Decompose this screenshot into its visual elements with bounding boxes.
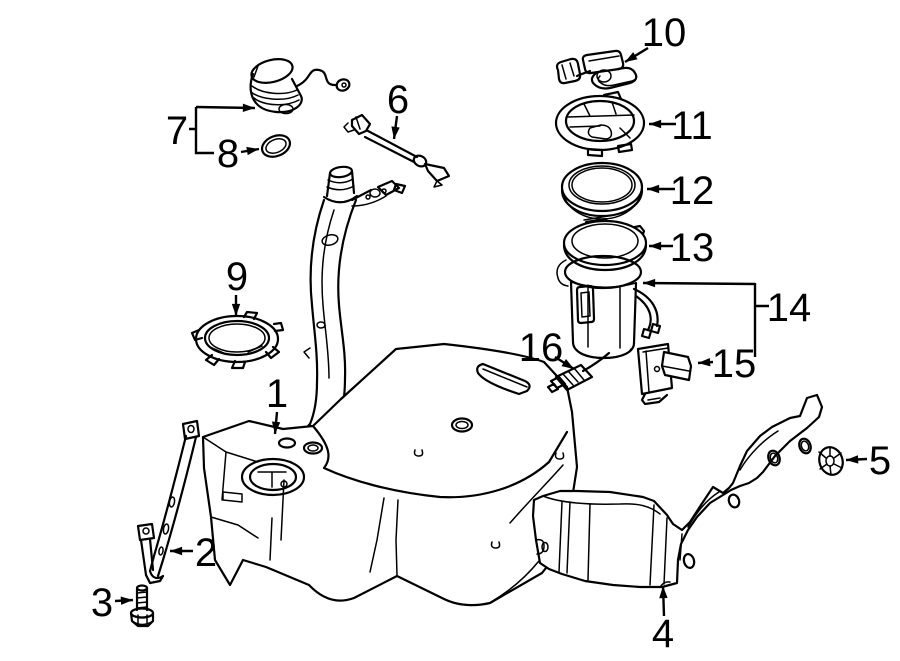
callout-6-label[interactable]: 6 [387,78,409,122]
callout-11[interactable]: 11 [649,104,713,148]
callout-1-label[interactable]: 1 [266,372,288,416]
callout-3-label[interactable]: 3 [91,581,113,625]
callout-2[interactable]: 2 [170,531,217,575]
drawing-fuel-cap [249,58,351,115]
callout-15-label[interactable]: 15 [712,342,757,386]
callout-12-label[interactable]: 12 [670,169,715,213]
drawing-sensor-rod [343,113,451,188]
callout-16[interactable]: 16 [519,326,575,371]
callout-10[interactable]: 10 [624,11,687,64]
callout-7[interactable]: 7 [166,103,256,155]
callout-8-label[interactable]: 8 [217,132,239,176]
callout-14-label[interactable]: 14 [767,286,812,330]
drawing-spoked-washer [818,446,844,476]
drawing-fuel-pump-module [556,254,662,360]
callout-10-label[interactable]: 10 [642,11,687,55]
drawing-lock-ring [190,310,285,370]
callout-14[interactable]: 14 [642,278,812,357]
callout-1[interactable]: 1 [266,372,288,435]
callout-5-label[interactable]: 5 [869,439,891,483]
callout-11-label[interactable]: 11 [671,104,713,148]
drawing-pump-bracket [636,342,693,406]
callout-4[interactable]: 4 [652,585,674,656]
callout-3[interactable]: 3 [91,581,134,625]
drawing-fuel-tank [201,342,579,607]
cap-tether-wire [295,68,337,88]
drawing-pump-flange [562,215,648,272]
callout-12[interactable]: 12 [647,169,714,213]
drawing-pump-connector [555,49,638,90]
callout-9[interactable]: 9 [226,255,248,316]
callout-7-label[interactable]: 7 [166,109,188,153]
callout-13-label[interactable]: 13 [670,226,715,270]
drawing-heat-shield [531,393,824,589]
callout-4-label[interactable]: 4 [652,612,674,656]
drawing-locking-flange [554,90,646,158]
callout-13[interactable]: 13 [649,226,714,270]
callout-2-label[interactable]: 2 [195,531,217,575]
drawing-pump-seal [560,161,644,220]
drawing-tank-strap [136,419,201,585]
callout-6[interactable]: 6 [387,78,409,140]
callout-15[interactable]: 15 [697,342,757,386]
pump-wires [632,287,659,332]
drawing-cap-seal-ring [260,134,292,158]
callout-9-label[interactable]: 9 [226,255,248,299]
callout-8[interactable]: 8 [217,132,260,176]
callout-5[interactable]: 5 [845,439,891,483]
callout-16-label[interactable]: 16 [519,326,564,370]
drawing-bolt [129,584,155,628]
